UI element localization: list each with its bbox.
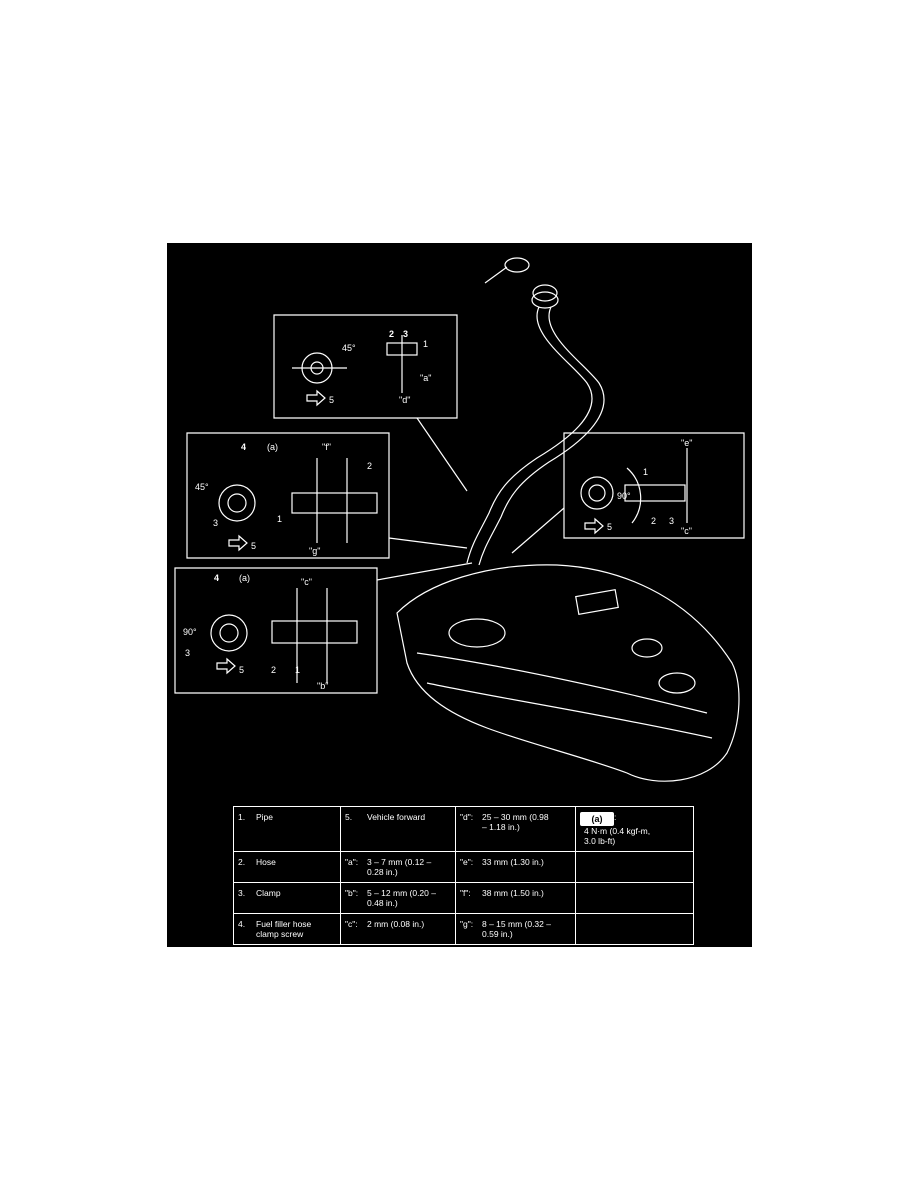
table-row: 1.Pipe 5.Vehicle forward "d":25 – 30 mm … — [233, 806, 694, 852]
callout-5-right: 5 — [607, 522, 612, 532]
callout-1-right: 1 — [643, 467, 648, 477]
callout-5-left: 5 — [251, 541, 256, 551]
callout-e: "e" — [681, 438, 692, 448]
table-row: 3.Clamp "b":5 – 12 mm (0.20 – 0.48 in.) … — [233, 882, 694, 914]
legend-table: 1.Pipe 5.Vehicle forward "d":25 – 30 mm … — [233, 806, 694, 945]
callout-1-lower: 1 — [295, 665, 300, 675]
detail-box-lower — [174, 567, 378, 694]
callout-4-lower: 4 — [214, 573, 219, 583]
torque-icon: (a) — [580, 812, 614, 826]
callout-5-lower: 5 — [239, 665, 244, 675]
filler-cap — [484, 257, 559, 309]
torque-spec: (a):4 N·m (0.4 kgf-m, 3.0 lb-ft) — [575, 806, 694, 852]
callout-2-lower: 2 — [271, 665, 276, 675]
table-row: 4.Fuel filler hose clamp screw "c":2 mm … — [233, 913, 694, 945]
torque-mark-lower: (a) — [239, 573, 250, 583]
callout-2-top: 2 — [389, 329, 394, 339]
detail-box-left — [186, 432, 390, 559]
detail-box-top — [273, 314, 458, 419]
filler-hose — [466, 306, 593, 564]
callout-5-top: 5 — [329, 395, 334, 405]
fuel-tank-diagram: 5 45° 2 3 1 "a" "d" 4 (a) "f" 2 45° 3 1 … — [167, 243, 752, 947]
angle-45-top: 45° — [342, 343, 356, 353]
callout-f: "f" — [322, 442, 331, 452]
callout-3-top: 3 — [403, 329, 408, 339]
diagram-drawing: 5 45° 2 3 1 "a" "d" 4 (a) "f" 2 45° 3 1 … — [174, 257, 745, 782]
callout-g: "g" — [309, 546, 320, 556]
callout-1-top: 1 — [423, 339, 428, 349]
callout-c-right: "c" — [681, 526, 692, 536]
callout-3-right: 3 — [669, 516, 674, 526]
callout-4-left: 4 — [241, 442, 246, 452]
callout-b: "b" — [317, 681, 328, 691]
table-row: 2.Hose "a":3 – 7 mm (0.12 – 0.28 in.) "e… — [233, 851, 694, 883]
callout-1-left: 1 — [277, 514, 282, 524]
callout-3-left: 3 — [213, 518, 218, 528]
angle-90-right: 90° — [617, 491, 631, 501]
callout-2-left: 2 — [367, 461, 372, 471]
detail-box-right — [563, 432, 745, 539]
callout-c: "c" — [301, 577, 312, 587]
callout-d: "d" — [399, 395, 410, 405]
callout-3-lower: 3 — [185, 648, 190, 658]
callout-2-right: 2 — [651, 516, 656, 526]
torque-mark-left: (a) — [267, 442, 278, 452]
angle-45-left: 45° — [195, 482, 209, 492]
fuel-tank — [396, 564, 740, 782]
angle-90-lower: 90° — [183, 627, 197, 637]
callout-a-top: "a" — [420, 373, 431, 383]
